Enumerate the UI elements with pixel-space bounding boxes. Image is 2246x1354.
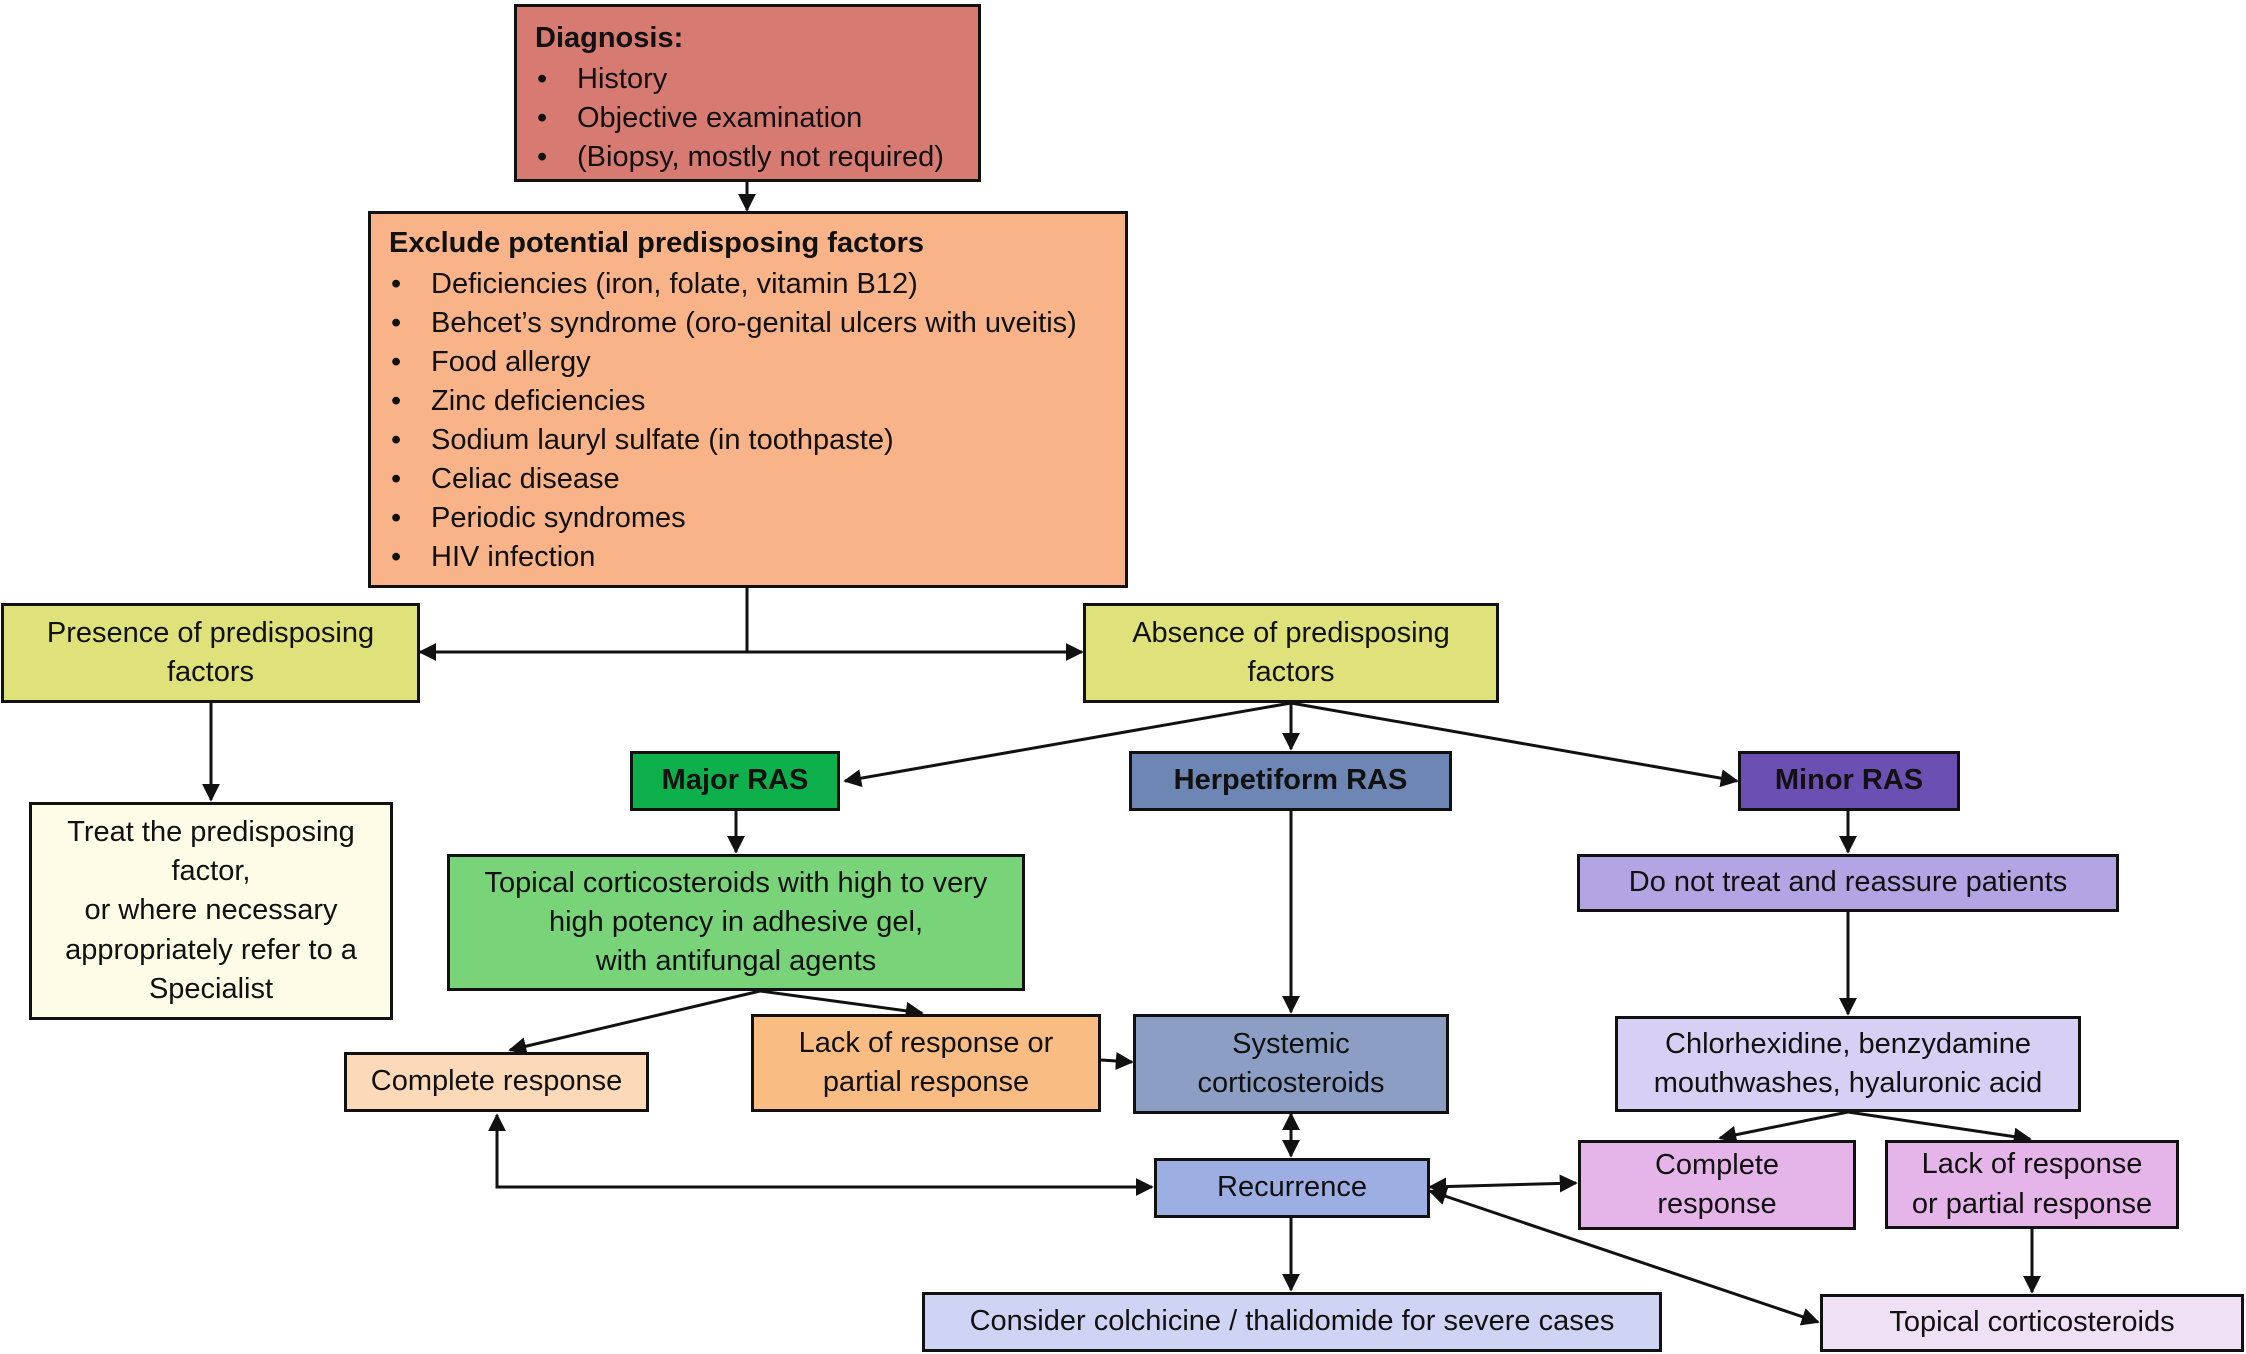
- exclude-item: Celiac disease: [389, 460, 1107, 499]
- arrow-lack-systemic: [1100, 1051, 1134, 1070]
- do-not-treat-box: Do not treat and reassure patients: [1577, 854, 2119, 912]
- arrow-absence-minor: [1290, 701, 1739, 788]
- complete-response-left-box: Complete response: [344, 1052, 649, 1112]
- arrow-topical-complete: [508, 989, 761, 1056]
- major-ras-box: Major RAS: [630, 751, 840, 811]
- lack-response-left-box: Lack of response or partial response: [751, 1014, 1101, 1112]
- colchicine-box: Consider colchicine / thalidomide for se…: [922, 1292, 1662, 1352]
- diagnosis-item: History: [535, 60, 960, 99]
- exclude-item: Behcet’s syndrome (oro-genital ulcers wi…: [389, 304, 1107, 343]
- arrow-recurrence-complete-left: [488, 1113, 1154, 1196]
- exclude-title: Exclude potential predisposing factors: [389, 227, 924, 259]
- arrow-recurrence-complete-right: [1428, 1174, 1578, 1196]
- arrow-topical-lack: [759, 989, 924, 1020]
- exclude-factors-box: Exclude potential predisposing factors D…: [368, 211, 1128, 588]
- absence-box: Absence of predisposing factors: [1083, 603, 1499, 703]
- lack-response-right-box: Lack of response or partial response: [1885, 1140, 2179, 1229]
- minor-ras-box: Minor RAS: [1738, 751, 1960, 811]
- arrow-recurrence-topical-right: [1428, 1187, 1820, 1326]
- exclude-item: Sodium lauryl sulfate (in toothpaste): [389, 421, 1107, 460]
- exclude-item: Zinc deficiencies: [389, 382, 1107, 421]
- complete-response-right-box: Complete response: [1578, 1140, 1856, 1230]
- topical-corticosteroids-right-box: Topical corticosteroids: [1820, 1294, 2244, 1352]
- exclude-item: Food allergy: [389, 343, 1107, 382]
- treat-factor-box: Treat the predisposing factor, or where …: [29, 802, 393, 1020]
- diagnosis-box: Diagnosis: History Objective examination…: [514, 4, 981, 182]
- chlorhexidine-box: Chlorhexidine, benzydamine mouthwashes, …: [1615, 1016, 2081, 1112]
- exclude-item: Periodic syndromes: [389, 499, 1107, 538]
- diagnosis-item: (Biopsy, mostly not required): [535, 138, 960, 177]
- arrow-chlor-complete-right: [1718, 1110, 1849, 1144]
- herpetiform-ras-box: Herpetiform RAS: [1129, 751, 1452, 811]
- exclude-item: Deficiencies (iron, folate, vitamin B12): [389, 265, 1107, 304]
- recurrence-box: Recurrence: [1154, 1158, 1430, 1218]
- presence-box: Presence of predisposing factors: [1, 603, 420, 703]
- diagnosis-item: Objective examination: [535, 99, 960, 138]
- arrow-chlor-lack-right: [1847, 1110, 2032, 1146]
- systemic-corticosteroids-box: Systemic corticosteroids: [1133, 1014, 1449, 1114]
- topical-high-potency-box: Topical corticosteroids with high to ver…: [447, 854, 1025, 991]
- exclude-item: HIV infection: [389, 538, 1107, 577]
- arrow-absence-major: [843, 701, 1292, 788]
- diagnosis-title: Diagnosis:: [535, 22, 684, 54]
